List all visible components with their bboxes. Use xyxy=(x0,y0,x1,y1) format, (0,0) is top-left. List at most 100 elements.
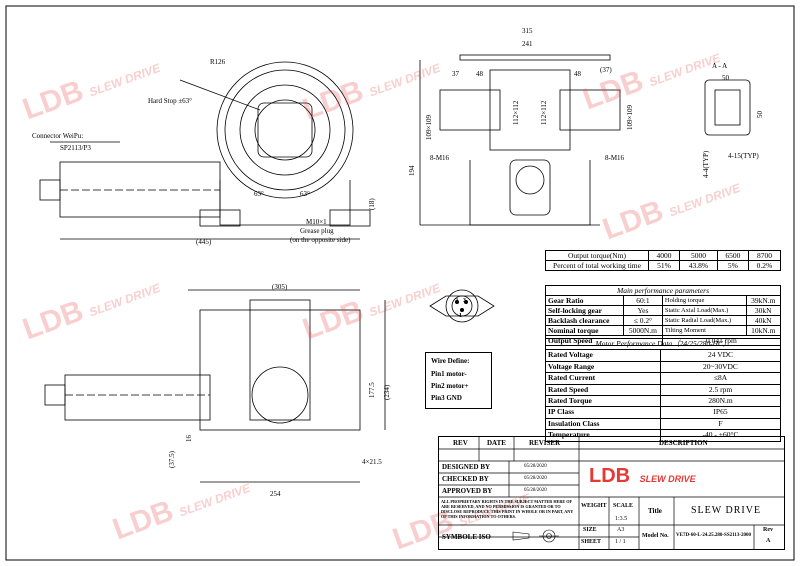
label-dim-48a: 48 xyxy=(476,70,483,78)
table-cell: Rated Speed xyxy=(545,383,661,397)
label-dim-4x215: 4×21.5 xyxy=(362,458,382,466)
table-cell: Backlash clearance xyxy=(545,315,624,326)
title-block-size: SIZE xyxy=(583,527,597,533)
title-block-date-1: 05/28/2020 xyxy=(524,464,547,469)
label-section: A - A xyxy=(712,62,728,70)
title-block-title-value: SLEW DRIVE xyxy=(691,505,762,516)
label-r126: R126 xyxy=(210,58,226,66)
table-cell: Gear Ratio xyxy=(545,295,624,306)
table-cell: 8700 xyxy=(747,250,782,261)
title-block-date-3: 05/28/2020 xyxy=(524,488,547,493)
title-block-scale: SCALE xyxy=(613,503,634,509)
label-connector-part: SP2113/P3 xyxy=(60,144,91,152)
table-cell: 2.5 rpm xyxy=(660,383,781,397)
title-block-date-2: 05/28/2020 xyxy=(524,476,547,481)
wire-define-title: Wire Define: xyxy=(431,357,470,365)
table-cell: 24 VDC xyxy=(660,349,781,362)
table-cell: Static Axial Load(Max.) xyxy=(661,305,747,316)
label-dim-37: 37 xyxy=(452,70,459,78)
table-cell: Yes xyxy=(623,305,663,316)
table-cell: 5000 xyxy=(679,250,718,261)
pin-number: 1 xyxy=(459,313,462,319)
table-cell: Rated Current xyxy=(545,372,661,385)
label-dim-112a: 112×112 xyxy=(512,100,520,125)
table-cell: 4000 xyxy=(647,250,681,261)
table-cell: 60:1 xyxy=(623,295,663,306)
table-cell: Static Radial Load(Max.) xyxy=(661,315,747,326)
table-row: Self-locking gear Yes Static Axial Load(… xyxy=(545,305,781,316)
label-m16b: 8-M16 xyxy=(605,154,625,162)
table-cell: 51% xyxy=(647,260,681,271)
title-block-designed-by: DESIGNED BY xyxy=(442,463,491,471)
title-block-grid xyxy=(439,437,784,549)
table-cell: ≤ 0.2° xyxy=(623,315,663,326)
wire-pin: Pin1 motor- xyxy=(431,370,467,378)
table-cell: 43.8% xyxy=(679,260,718,271)
title-block-title-label: Title xyxy=(648,507,662,515)
label-dim-50a: 50 xyxy=(722,74,729,82)
table-cell: Voltage Range xyxy=(545,360,661,374)
table-cell: 5000N.m xyxy=(623,325,663,336)
title-block-brand: LDB SLEW DRIVE xyxy=(589,465,696,488)
table-cell: Self-locking gear xyxy=(545,305,624,316)
wire-pin: Pin2 motor+ xyxy=(431,382,469,390)
iso-projection-icon xyxy=(512,529,559,543)
label-angle-right: 63° xyxy=(300,190,310,198)
title-block-symbole: SYMBOLE ISO xyxy=(442,533,491,541)
label-dim-234: (234) xyxy=(383,384,391,400)
performance-table: Main performance parameters Gear Ratio 6… xyxy=(545,285,782,346)
label-grease-plug: M10×1 xyxy=(306,218,327,226)
label-dim-241: 241 xyxy=(522,40,533,48)
table-row: Output torque(Nm) 4000 5000 6500 8700 xyxy=(545,250,782,261)
title-block-checked-by: CHECKED BY xyxy=(442,475,489,483)
label-dim-112b: 112×112 xyxy=(540,100,548,125)
table-row: Main performance parameters xyxy=(545,285,781,296)
label-dim-16: 16 xyxy=(185,435,193,442)
table-cell: IP65 xyxy=(660,406,781,419)
table-cell: Insulation Class xyxy=(545,417,661,431)
label-dim-37b: (37) xyxy=(600,66,612,74)
table-row: Rated Current≤8A xyxy=(545,372,781,385)
title-block-approved-by: APPROVED BY xyxy=(442,487,493,495)
table-heading: Motor Performance Data（24/25/280-HC） xyxy=(545,337,781,351)
table-cell: 40kN xyxy=(745,315,781,326)
table-cell: Tilting Moment xyxy=(661,325,747,336)
title-block-model-label: Model No. xyxy=(642,533,669,539)
table-cell: IP Class xyxy=(545,406,661,419)
label-dim-50b: 50 xyxy=(756,111,764,118)
table-cell: Nominal torque xyxy=(545,325,624,336)
table-heading: Main performance parameters xyxy=(545,285,781,296)
title-block-date: DATE xyxy=(487,439,506,447)
table-cell: 20~30VDC xyxy=(660,360,781,374)
label-typ-a: 4-15(TYP) xyxy=(728,152,759,160)
table-cell: 30kN xyxy=(745,305,781,316)
title-block-description: DESCRIPTION xyxy=(659,439,708,447)
table-row: Gear Ratio 60:1 Holding torque 39kN.m xyxy=(545,295,781,306)
label-dim-305: (305) xyxy=(272,283,288,291)
label-dim-18: (18) xyxy=(368,198,376,210)
title-block-rev-value: A xyxy=(766,538,771,544)
title-block-sheet-value: 1 / 1 xyxy=(615,539,626,545)
title-block-rev-label: Rev xyxy=(763,527,773,533)
table-cell: Rated Voltage xyxy=(545,349,661,362)
table-row: Temperature-40 - +60°C xyxy=(545,429,781,442)
wire-pin: Pin3 GND xyxy=(431,394,462,402)
title-block-weight: WEIGHT xyxy=(581,503,607,509)
table-row: Nominal torque 5000N.m Tilting Moment 10… xyxy=(545,325,781,336)
label-dim-375: (37.5) xyxy=(168,451,176,468)
title-block-sheet: SHEET xyxy=(581,539,602,545)
table-cell: 6500 xyxy=(716,250,749,261)
label-dim-445: (445) xyxy=(196,238,212,246)
brand-logo-text: LDB xyxy=(589,465,631,487)
label-dim-315: 315 xyxy=(522,27,533,35)
table-cell: F xyxy=(660,417,781,431)
table-cell: 5% xyxy=(716,260,749,271)
table-row: Backlash clearance ≤ 0.2° Static Radial … xyxy=(545,315,781,326)
table-cell: Rated Torque xyxy=(545,395,661,408)
